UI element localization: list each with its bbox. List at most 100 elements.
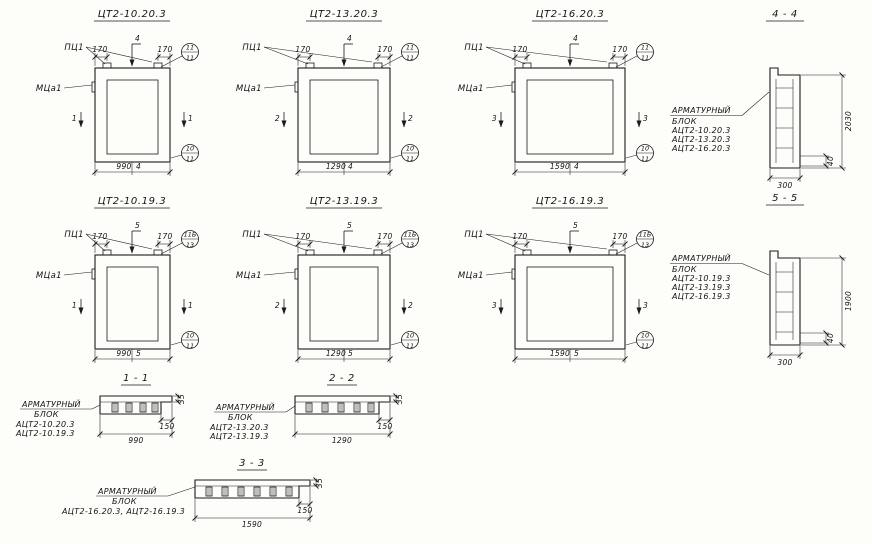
lifting-loops — [102, 62, 163, 69]
plan-section-2-2: 2 - 2 35 150 1290 АРМАТУРНЫЙ — [209, 373, 404, 445]
svg-text:1290: 1290 — [332, 436, 352, 445]
callout-balloon-bottom: 10 11 — [170, 331, 199, 350]
svg-text:5: 5 — [136, 349, 141, 358]
svg-text:МЦа1: МЦа1 — [236, 271, 262, 281]
svg-text:4: 4 — [348, 162, 353, 171]
block-body — [297, 67, 391, 163]
section-body — [769, 67, 801, 169]
dim-ledge: 40 — [800, 330, 835, 346]
svg-text:АЦТ2-16.20.3: АЦТ2-16.20.3 — [671, 144, 731, 153]
callout-balloon-top: 11 11 — [615, 43, 654, 68]
svg-text:11Б: 11Б — [639, 231, 652, 239]
svg-text:11: 11 — [186, 342, 194, 350]
dim-seat: 150 — [158, 403, 175, 431]
note-armature-block: АРМАТУРНЫЙ БЛОК АЦТ2-10.19.3 АЦТ2-13.19.… — [670, 252, 770, 301]
svg-text:1290: 1290 — [326, 349, 346, 358]
dim-thickness: 35 — [391, 393, 404, 405]
svg-text:11: 11 — [406, 342, 414, 350]
svg-text:10: 10 — [641, 332, 649, 340]
svg-text:170: 170 — [377, 232, 392, 241]
cut-mark-vertical-top: 4 — [341, 34, 353, 67]
svg-text:ПЦ1: ПЦ1 — [464, 43, 484, 53]
svg-text:170: 170 — [295, 232, 310, 241]
svg-text:ПЦ1: ПЦ1 — [64, 43, 84, 53]
section-title: 5 - 5 — [772, 193, 798, 204]
svg-text:13: 13 — [406, 241, 414, 249]
lifting-loops — [102, 249, 163, 256]
cut-label: 1 — [72, 114, 77, 123]
dim-170-right: 170 — [610, 232, 628, 253]
svg-text:4: 4 — [573, 34, 578, 43]
dim-170-right: 170 — [610, 45, 628, 66]
svg-text:11: 11 — [186, 44, 194, 52]
svg-text:13: 13 — [641, 241, 649, 249]
svg-text:990: 990 — [116, 162, 131, 171]
dim-label: 170 — [157, 45, 172, 54]
svg-text:2030: 2030 — [844, 111, 853, 131]
block-opening — [106, 266, 159, 342]
svg-text:1290: 1290 — [326, 162, 346, 171]
stirrup-marks — [305, 402, 375, 413]
svg-text:150: 150 — [159, 422, 174, 431]
dim-thickness: 35 — [311, 477, 324, 489]
dim-width: 1590 5 — [512, 349, 628, 363]
svg-text:МЦа1: МЦа1 — [458, 271, 484, 281]
dim-170-right: 170 — [155, 232, 173, 253]
dim-width: 1590 — [192, 499, 313, 529]
svg-text:БЛОК: БЛОК — [34, 410, 59, 419]
cut-label: 4 — [135, 34, 140, 43]
svg-text:МЦа1: МЦа1 — [36, 271, 62, 281]
svg-text:3: 3 — [492, 114, 497, 123]
label-mca1: МЦа1 — [236, 81, 299, 94]
svg-text:10: 10 — [406, 145, 414, 153]
cut-mark-side-right: 1 — [181, 112, 193, 128]
view-title: ЦТ2-13.19.3 — [310, 196, 379, 207]
block-opening — [309, 266, 379, 342]
svg-text:170: 170 — [612, 45, 627, 54]
svg-text:10: 10 — [186, 332, 194, 340]
callout-balloon-bottom: 10 11 — [390, 144, 419, 163]
svg-text:150: 150 — [297, 506, 312, 515]
svg-text:1590: 1590 — [550, 349, 570, 358]
dim-width: 1290 5 — [295, 349, 393, 363]
lifting-loops — [522, 249, 618, 256]
lifting-loops — [522, 62, 618, 69]
dim-depth: 300 — [767, 169, 803, 190]
svg-text:1: 1 — [188, 301, 193, 310]
dim-width: 1590 4 — [512, 162, 628, 176]
block-body — [94, 254, 171, 350]
svg-text:990: 990 — [128, 436, 143, 445]
svg-text:МЦа1: МЦа1 — [236, 84, 262, 94]
svg-text:АЦТ2-16.20.3, АЦТ2-16.19.3: АЦТ2-16.20.3, АЦТ2-16.19.3 — [61, 507, 185, 516]
callout-balloon-bottom: 10 11 — [625, 331, 654, 350]
dim-170-right: 170 — [375, 45, 393, 66]
plan-body — [294, 395, 391, 415]
svg-text:2: 2 — [275, 114, 280, 123]
svg-text:10: 10 — [406, 332, 414, 340]
cut-mark-side-left: 1 — [72, 299, 84, 315]
svg-text:170: 170 — [512, 232, 527, 241]
svg-text:300: 300 — [777, 358, 792, 367]
block-body — [94, 67, 171, 163]
svg-text:170: 170 — [157, 232, 172, 241]
label-pc1: ПЦ1 — [64, 43, 153, 65]
cut-mark-side-left: 3 — [492, 299, 504, 315]
svg-text:5: 5 — [573, 221, 578, 230]
note-armature-block: АРМАТУРНЫЙ БЛОК АЦТ2-13.20.3 АЦТ2-13.19.… — [209, 401, 296, 441]
view-title: ЦТ2-10.20.3 — [98, 9, 167, 20]
front-view-ct2-13-19-3: ЦТ2-13.19.3 170 170 5 2 2 — [236, 196, 419, 363]
dim-width: 1290 — [292, 415, 393, 445]
svg-text:АЦТ2-10.20.3: АЦТ2-10.20.3 — [15, 420, 75, 429]
svg-text:АЦТ2-13.20.3: АЦТ2-13.20.3 — [209, 423, 269, 432]
label-pc1: ПЦ1 — [64, 230, 153, 252]
section-title: 2 - 2 — [329, 373, 355, 384]
callout-balloon-top: 11 11 — [160, 43, 199, 68]
block-opening — [526, 266, 614, 342]
svg-text:3: 3 — [643, 301, 648, 310]
svg-text:170: 170 — [512, 45, 527, 54]
cut-mark-side-right: 3 — [636, 112, 648, 128]
callout-balloon-top: 11Б 13 — [615, 230, 654, 255]
svg-text:2: 2 — [275, 301, 280, 310]
stirrup-marks — [111, 402, 159, 413]
